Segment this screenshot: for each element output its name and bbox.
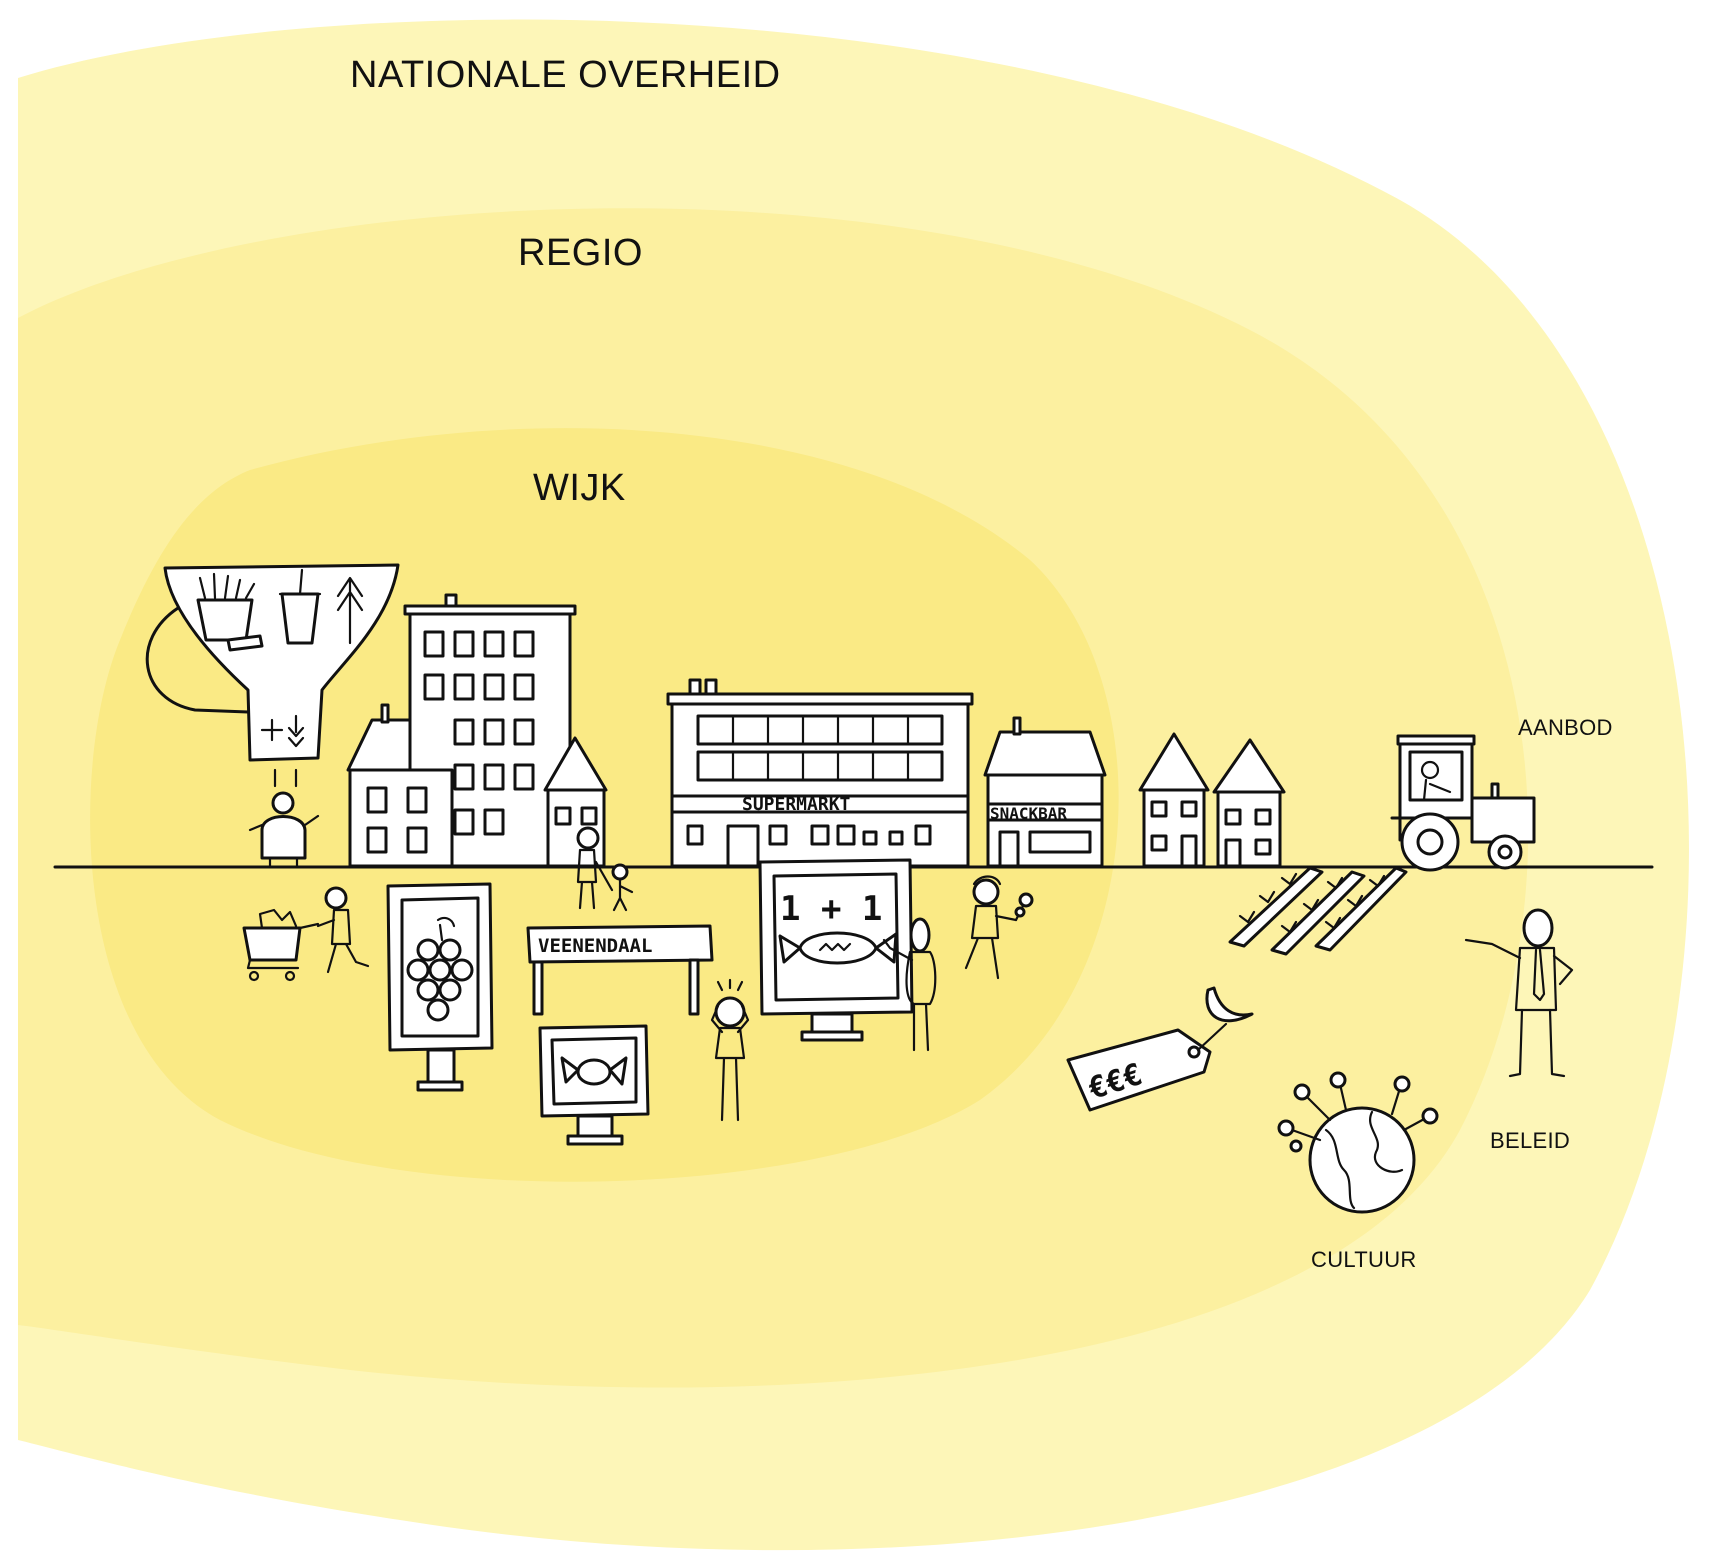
ring-label-neighbourhood: WIJK bbox=[533, 467, 626, 509]
banana-icon bbox=[1205, 986, 1254, 1023]
supermarket-sign: SUPERMARKT bbox=[742, 794, 851, 815]
factor-label-supply: AANBOD bbox=[1518, 715, 1613, 740]
shopper-icon bbox=[242, 886, 370, 982]
crop-field-icon bbox=[1228, 866, 1408, 956]
promo-text: 1 + 1 bbox=[780, 889, 882, 929]
factor-label-policy: BELEID bbox=[1490, 1128, 1570, 1153]
grapes-icon bbox=[406, 916, 474, 1022]
apartment-building-icon bbox=[403, 593, 577, 868]
boy-with-flower-icon bbox=[964, 875, 1034, 980]
snackbar-sign: SNACKBAR bbox=[990, 804, 1067, 823]
town-sign: VEENENDAAL bbox=[526, 924, 714, 1016]
shopping-cart-icon bbox=[242, 908, 320, 982]
policy-maker-icon bbox=[1464, 908, 1574, 1078]
flower-icon bbox=[1014, 892, 1034, 922]
factor-label-culture: CULTUUR bbox=[1311, 1247, 1417, 1272]
worried-person-icon bbox=[710, 978, 750, 1122]
ring-label-national: NATIONALE OVERHEID bbox=[350, 54, 781, 96]
billboard-candy bbox=[538, 1024, 650, 1146]
parent-child-icon bbox=[576, 826, 634, 912]
plus-icon bbox=[260, 718, 284, 742]
candy-icon bbox=[560, 1056, 628, 1086]
arrow-down-icon bbox=[287, 714, 305, 748]
person-icon bbox=[248, 791, 320, 868]
snackbar-building-icon: SNACKBAR bbox=[983, 716, 1107, 868]
funnel-icon bbox=[145, 563, 400, 788]
candy-icon bbox=[226, 634, 264, 652]
globe-icon bbox=[1277, 1071, 1439, 1214]
price-tag-icon: €€€ bbox=[1066, 986, 1254, 1112]
person-icon bbox=[882, 917, 937, 1052]
house-icon bbox=[1212, 738, 1286, 868]
billboard-promo: 1 + 1 bbox=[758, 858, 914, 1042]
billboard-grapes bbox=[386, 882, 494, 1092]
supermarket-building-icon: SUPERMARKT bbox=[666, 678, 974, 868]
ring-label-region: REGIO bbox=[518, 232, 643, 274]
house-icon bbox=[1138, 732, 1210, 868]
tractor-icon bbox=[1390, 734, 1536, 872]
arrow-up-icon bbox=[336, 576, 364, 645]
town-sign-text: VEENENDAAL bbox=[538, 935, 652, 957]
candy-icon bbox=[778, 931, 898, 965]
soda-cup-icon bbox=[278, 568, 322, 645]
